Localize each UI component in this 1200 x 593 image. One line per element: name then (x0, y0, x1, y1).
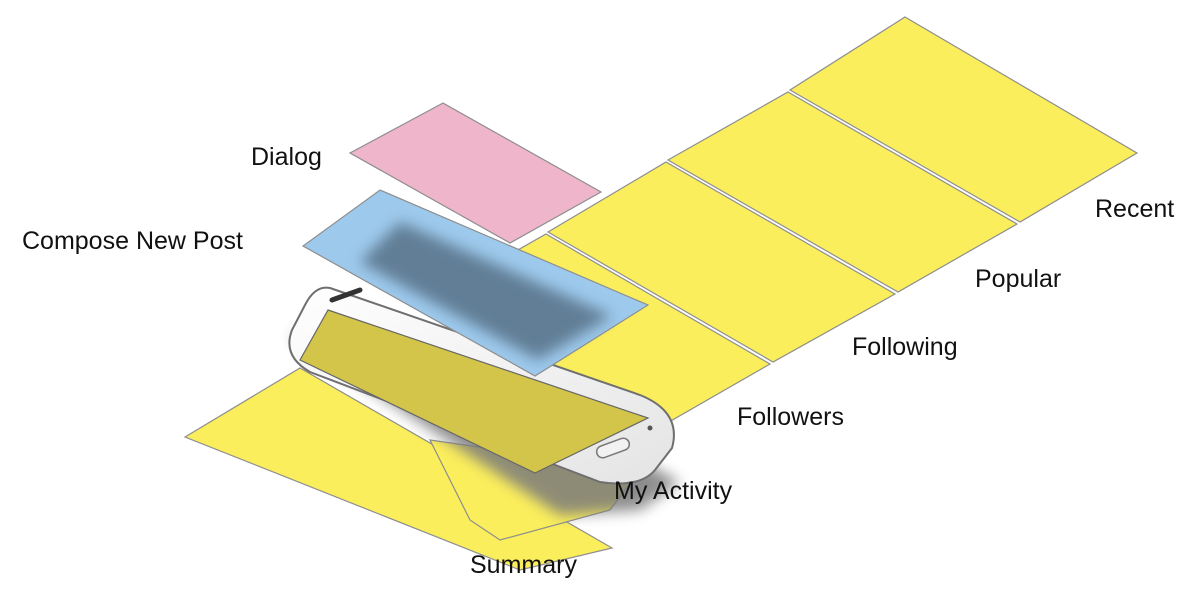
label-following: Following (852, 333, 958, 361)
label-recent: Recent (1095, 195, 1174, 223)
following-panel[interactable] (546, 161, 897, 363)
phone-speaker (329, 287, 363, 303)
smartphone-icon (288, 286, 675, 485)
popular-panel[interactable] (666, 91, 1019, 293)
recent-panel[interactable] (788, 16, 1139, 223)
label-dialog: Dialog (251, 143, 322, 171)
label-summary: Summary (470, 551, 577, 579)
label-followers: Followers (737, 403, 844, 431)
label-compose-new-post: Compose New Post (22, 227, 243, 255)
phone-home-button[interactable] (595, 437, 631, 460)
label-my-activity: My Activity (614, 477, 733, 505)
phone-screen (299, 309, 650, 474)
phone-back-key[interactable] (647, 425, 653, 431)
label-popular: Popular (975, 265, 1061, 293)
dialog-panel[interactable] (348, 102, 603, 244)
compose-dark-overlay (360, 222, 612, 360)
